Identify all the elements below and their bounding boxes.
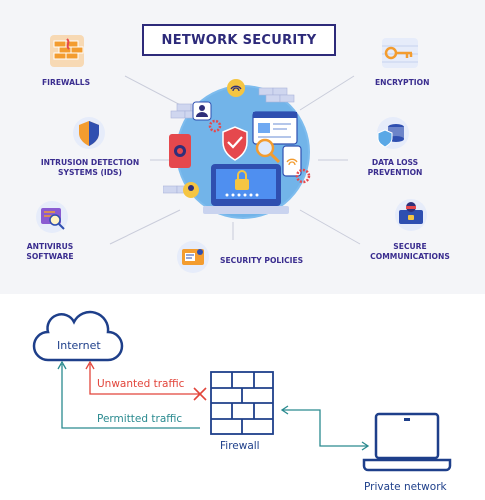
secure-communications-icon — [394, 198, 428, 232]
ids-label: INTRUSION DETECTION SYSTEMS (IDS) — [40, 158, 140, 178]
firewall-icon — [50, 35, 86, 69]
internet-label: Internet — [57, 339, 101, 352]
firewall-wall-icon — [210, 371, 274, 435]
firewalls-label: FIREWALLS — [42, 78, 91, 87]
data-loss-prevention-icon — [376, 116, 410, 150]
encryption-label: ENCRYPTION — [375, 78, 430, 87]
ids-label-line2: SYSTEMS (IDS) — [57, 168, 122, 177]
security-policies-label: SECURITY POLICIES — [220, 256, 304, 265]
network-security-illustration — [163, 74, 323, 224]
dlp-label-line2: PREVENTION — [367, 168, 423, 177]
dlp-label: DATA LOSS PREVENTION — [350, 158, 440, 178]
secure-communications-label: SECURE COMMUNICATIONS — [360, 242, 460, 262]
firewall-to-private-arrow — [282, 409, 368, 447]
page-title: NETWORK SECURITY — [142, 24, 336, 56]
permitted-traffic-label: Permitted traffic — [97, 413, 183, 425]
permitted-traffic-arrow — [61, 364, 200, 429]
key-icon — [382, 38, 418, 68]
antivirus-icon — [35, 200, 69, 234]
secure-label-line2: COMMUNICATIONS — [370, 252, 450, 261]
unwanted-traffic-arrow — [89, 364, 200, 395]
unwanted-traffic-label: Unwanted traffic — [97, 378, 185, 390]
private-network-label: Private network — [364, 481, 447, 493]
internet-cloud-icon — [32, 310, 124, 362]
antivirus-label-line1: ANTIVIRUS — [26, 242, 74, 251]
security-policies-icon — [176, 240, 210, 274]
blocked-x-icon — [193, 387, 207, 401]
dlp-label-line1: DATA LOSS — [371, 158, 419, 167]
antivirus-label: ANTIVIRUS SOFTWARE — [20, 242, 80, 262]
title-text: NETWORK SECURITY — [161, 32, 317, 48]
shield-icon — [72, 116, 106, 150]
antivirus-label-line2: SOFTWARE — [26, 252, 74, 261]
firewall-label: Firewall — [220, 440, 260, 452]
laptop-icon — [362, 412, 452, 472]
secure-label-line1: SECURE — [393, 242, 427, 251]
ids-label-line1: INTRUSION DETECTION — [40, 158, 140, 167]
firewall-diagram — [32, 310, 452, 472]
